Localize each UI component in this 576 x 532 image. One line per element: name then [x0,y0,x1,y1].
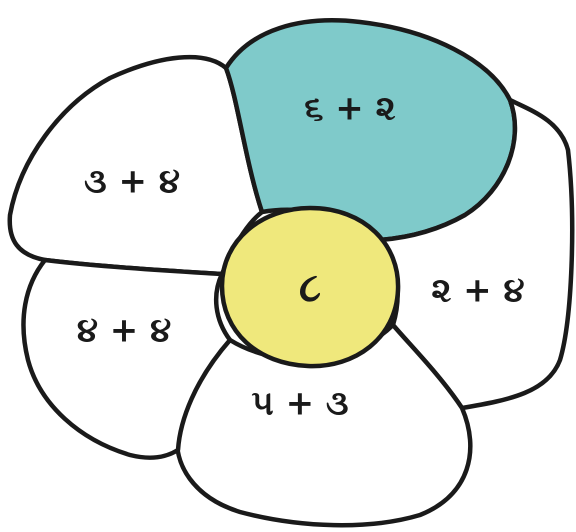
petal-bottom-left [21,257,233,460]
petal-top-label: ૬ + ૨ [304,89,395,129]
flower-center [219,205,401,369]
petal-right-label: ૨ + ૪ [431,271,524,311]
center-label: ૮ [299,265,321,311]
petal-top-left-label: ૩ + ૪ [84,162,180,202]
petal-bottom-label: ૫ + ૩ [251,384,348,424]
petal-bottom [174,322,473,528]
petal-top [223,18,518,243]
petal-bottom-left-label: ૪ + ૪ [77,311,171,351]
